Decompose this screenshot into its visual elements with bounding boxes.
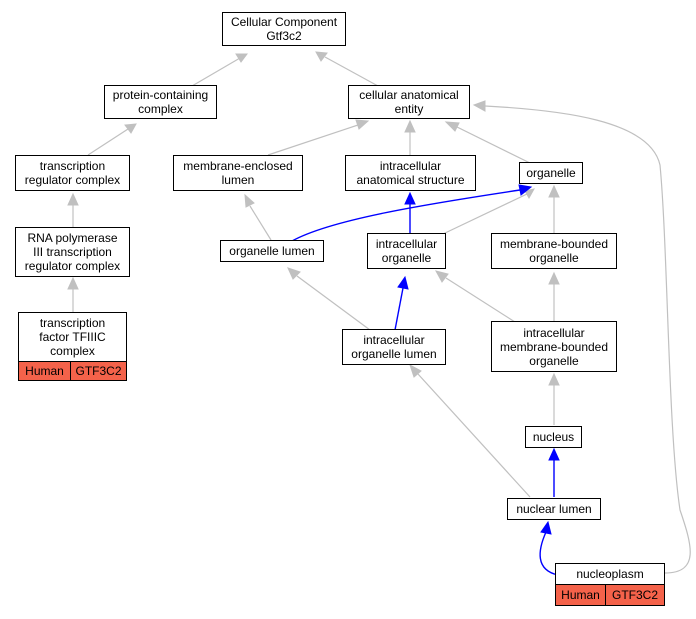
node-intracellular-organelle-lumen[interactable]: intracellular organelle lumen — [342, 329, 446, 365]
node-organelle[interactable]: organelle — [519, 162, 583, 184]
arrow-imbo-to-io — [435, 270, 449, 283]
arrow-nuc-to-imbo — [548, 372, 560, 386]
arrow-nl-to-iol — [409, 363, 422, 378]
arrow-mbo-to-org — [548, 184, 560, 198]
node-nuclear-lumen[interactable]: nuclear lumen — [507, 498, 601, 520]
arrow-tfiiic-to-rna — [67, 276, 79, 290]
arrow-np-to-cae — [472, 100, 486, 112]
edge-nl-to-iol — [417, 373, 531, 498]
edge-imbo-to-io — [445, 277, 516, 323]
arrow-ol-to-org — [518, 184, 533, 196]
edge-np-to-nl — [539, 531, 559, 576]
node-rna-polymerase-iii-complex[interactable]: RNA polymerase III transcription regulat… — [15, 227, 130, 277]
edge-cae-to-cc — [324, 56, 379, 87]
arrow-io-to-ias — [404, 191, 416, 205]
species-badge: Human — [19, 362, 70, 380]
gene-badge: GTF3C2 — [605, 585, 664, 605]
node-membrane-enclosed-lumen[interactable]: membrane-enclosed lumen — [173, 155, 303, 191]
edge-iol-to-io — [394, 287, 404, 331]
node-cellular-anatomical-entity[interactable]: cellular anatomical entity — [348, 85, 470, 119]
node-tfiiic-complex[interactable]: transcription factor TFIIIC complex — [18, 312, 127, 362]
node-organelle-lumen[interactable]: organelle lumen — [220, 240, 324, 262]
arrow-ias-to-cae — [404, 119, 416, 133]
nucleoplasm-tag-row: Human GTF3C2 — [555, 585, 665, 606]
edge-ol-to-mel — [249, 205, 272, 241]
arrow-np-to-nl — [540, 520, 552, 535]
gene-badge: GTF3C2 — [70, 362, 126, 380]
arrow-ol-to-mel — [244, 193, 255, 208]
edge-io-to-org — [442, 193, 528, 235]
edge-trc-to-pcc — [87, 128, 129, 156]
arrow-org-to-cae — [444, 121, 460, 132]
node-intracellular-membrane-bounded-organelle[interactable]: intracellular membrane-bounded organelle — [491, 321, 617, 372]
arrow-iol-to-ol — [287, 267, 301, 280]
arrow-nl-to-nuc — [548, 447, 560, 461]
edge-np-to-cae — [484, 105, 691, 574]
arrow-mel-to-cae — [355, 119, 370, 130]
node-membrane-bounded-organelle[interactable]: membrane-bounded organelle — [491, 233, 617, 269]
arrow-cae-to-cc — [315, 51, 328, 62]
edge-ol-to-org — [291, 189, 521, 242]
arrow-imbo-to-mbo — [548, 271, 560, 285]
tfiiic-tag-row: Human GTF3C2 — [18, 362, 127, 381]
node-transcription-regulator-complex[interactable]: transcription regulator complex — [15, 155, 130, 191]
arrow-iol-to-io — [397, 275, 409, 290]
arrow-pcc-to-cc — [235, 53, 248, 63]
edge-pcc-to-cc — [191, 57, 241, 87]
species-badge: Human — [556, 585, 605, 605]
arrow-io-to-org — [524, 188, 535, 200]
node-intracellular-anatomical-structure[interactable]: intracellular anatomical structure — [345, 155, 476, 191]
node-protein-containing-complex[interactable]: protein-containing complex — [104, 85, 217, 119]
arrow-rna-to-trc — [67, 192, 79, 206]
edge-iol-to-ol — [296, 275, 371, 331]
arrow-trc-to-pcc — [124, 123, 137, 134]
node-cellular-component[interactable]: Cellular Component Gtf3c2 — [222, 12, 346, 46]
edge-mel-to-cae — [267, 124, 359, 156]
node-nucleus[interactable]: nucleus — [525, 426, 582, 448]
node-intracellular-organelle[interactable]: intracellular organelle — [367, 233, 446, 269]
node-nucleoplasm[interactable]: nucleoplasm — [555, 563, 665, 585]
edge-org-to-cae — [456, 126, 531, 164]
